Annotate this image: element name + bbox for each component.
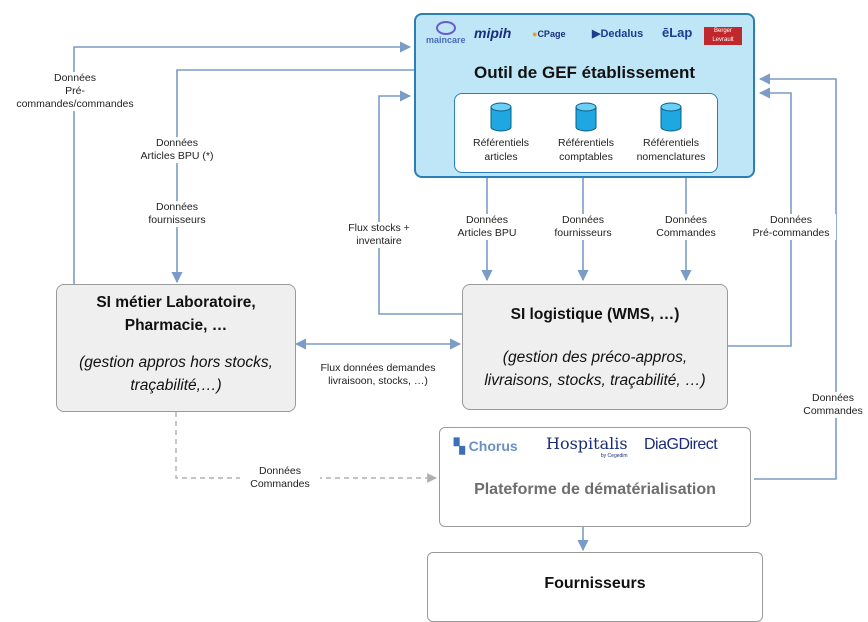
logo-elap: ēLap <box>662 25 693 40</box>
label-line: fournisseurs <box>554 227 612 239</box>
database-icon <box>575 102 597 132</box>
label-articles-bpu-mid: Données Articles BPU <box>447 214 527 240</box>
referentiel-nomenclatures: Référentiels nomenclatures <box>629 102 713 164</box>
label-line: Flux stocks + <box>348 222 410 234</box>
logo-chorus: ▚ Chorus <box>454 438 518 455</box>
database-icon <box>490 102 512 132</box>
label-commandes-right: Données Commandes <box>800 392 866 418</box>
si-metier-title-1: SI métier Laboratoire, <box>96 294 256 311</box>
si-metier-sub-2: traçabilité,…) <box>130 377 222 394</box>
logo-cpage-text: CPage <box>537 29 566 39</box>
si-metier-title-2: Pharmacie, … <box>124 317 228 334</box>
label-line: Flux données demandes <box>320 362 436 374</box>
label-precommandes-left: Données Pré- commandes/commandes <box>10 72 140 111</box>
logo-berger-levrault: Berger Levrault <box>704 27 742 45</box>
label-precommandes-right: Données Pré-commandes <box>746 214 836 240</box>
plateforme-box: ▚ Chorus Hospitalis by Cegedim DiaGDirec… <box>439 427 751 527</box>
arrow-commandes-right <box>754 73 837 480</box>
logo-dedalus: ▶Dedalus <box>592 27 643 40</box>
referentiel-articles-line2: articles <box>484 151 518 163</box>
label-line: Pré-commandes <box>752 227 830 239</box>
referentiel-nomenclatures-line1: Référentiels <box>642 137 700 149</box>
logo-hospitalis: Hospitalis by Cegedim <box>546 434 628 459</box>
database-icon <box>660 102 682 132</box>
label-flux-demandes: Flux données demandes livraisoon, stocks… <box>312 362 444 388</box>
logo-maincare-text: maincare <box>426 35 466 45</box>
si-logistique-sub-1: (gestion des préco-appros, <box>502 349 688 366</box>
label-line: Commandes <box>250 478 310 490</box>
label-fournisseurs-mid: Données fournisseurs <box>545 214 621 240</box>
referentiel-comptables-line1: Référentiels <box>557 137 615 149</box>
logo-hospitalis-sub: by Cegedim <box>600 453 628 459</box>
logo-dedalus-text: Dedalus <box>600 28 644 40</box>
label-commandes-mid: Données Commandes <box>650 214 722 240</box>
arrow-precommandes-left <box>73 41 412 288</box>
label-line: Données <box>53 72 97 84</box>
label-flux-stocks: Flux stocks + inventaire <box>336 222 422 248</box>
label-line: livraisoon, stocks, …) <box>328 375 428 387</box>
logo-diagdirect: DiaGDirect <box>644 436 718 453</box>
label-line: Articles BPU (*) <box>140 150 214 162</box>
chorus-icon: ▚ <box>454 438 465 454</box>
si-logistique-sub-2: livraisons, stocks, traçabilité, …) <box>484 372 706 389</box>
label-line: Données <box>465 214 509 226</box>
si-logistique-box: SI logistique (WMS, …) (gestion des préc… <box>462 284 728 410</box>
referentiel-nomenclatures-line2: nomenclatures <box>636 151 706 163</box>
referentiels-panel: Référentiels articles Référentiels compt… <box>454 93 718 173</box>
cpage-icon: ● <box>532 29 538 39</box>
logo-cpage: ●CPage <box>532 29 565 39</box>
logo-hospitalis-text: Hospitalis <box>546 434 628 453</box>
maincare-icon <box>435 21 456 35</box>
si-metier-sub-1: (gestion appros hors stocks, <box>79 354 273 371</box>
arrow-commandes-dashed <box>175 412 437 483</box>
si-metier-box: SI métier Laboratoire, Pharmacie, … (ges… <box>56 284 296 412</box>
logo-mipih: mipih <box>474 25 512 41</box>
label-line: Données <box>561 214 605 226</box>
referentiel-comptables: Référentiels comptables <box>544 102 628 164</box>
label-line: fournisseurs <box>148 214 206 226</box>
label-line: Articles BPU <box>457 227 517 239</box>
dedalus-icon: ▶ <box>592 28 601 40</box>
gef-tool-box: maincare mipih ●CPage ▶Dedalus ēLap Berg… <box>414 13 755 178</box>
si-logistique-title: SI logistique (WMS, …) <box>510 306 680 323</box>
fournisseurs-title: Fournisseurs <box>544 575 646 592</box>
label-fournisseurs-left: Données fournisseurs <box>134 201 220 227</box>
fournisseurs-box: Fournisseurs <box>427 552 763 622</box>
label-articles-bpu-left: Données Articles BPU (*) <box>124 137 230 163</box>
referentiel-articles: Référentiels articles <box>459 102 543 164</box>
label-commandes-bottom: Données Commandes <box>240 465 320 491</box>
label-line: Données <box>155 137 199 149</box>
label-line: Données <box>155 201 199 213</box>
label-line: Pré- <box>65 85 85 97</box>
label-line: commandes/commandes <box>16 98 134 110</box>
label-line: Données <box>664 214 708 226</box>
label-line: Données <box>769 214 813 226</box>
label-line: Commandes <box>803 405 863 417</box>
referentiel-articles-line1: Référentiels <box>472 137 530 149</box>
label-line: Commandes <box>656 227 716 239</box>
label-line: Données <box>258 465 302 477</box>
logo-maincare: maincare <box>426 21 466 45</box>
label-line: inventaire <box>356 235 402 247</box>
arrow-flux-stocks <box>378 90 462 315</box>
logo-chorus-text: Chorus <box>468 438 518 454</box>
referentiel-comptables-line2: comptables <box>559 151 613 163</box>
gef-title: Outil de GEF établissement <box>473 63 696 82</box>
plateforme-title: Plateforme de dématérialisation <box>474 481 716 498</box>
label-line: Données <box>811 392 855 404</box>
